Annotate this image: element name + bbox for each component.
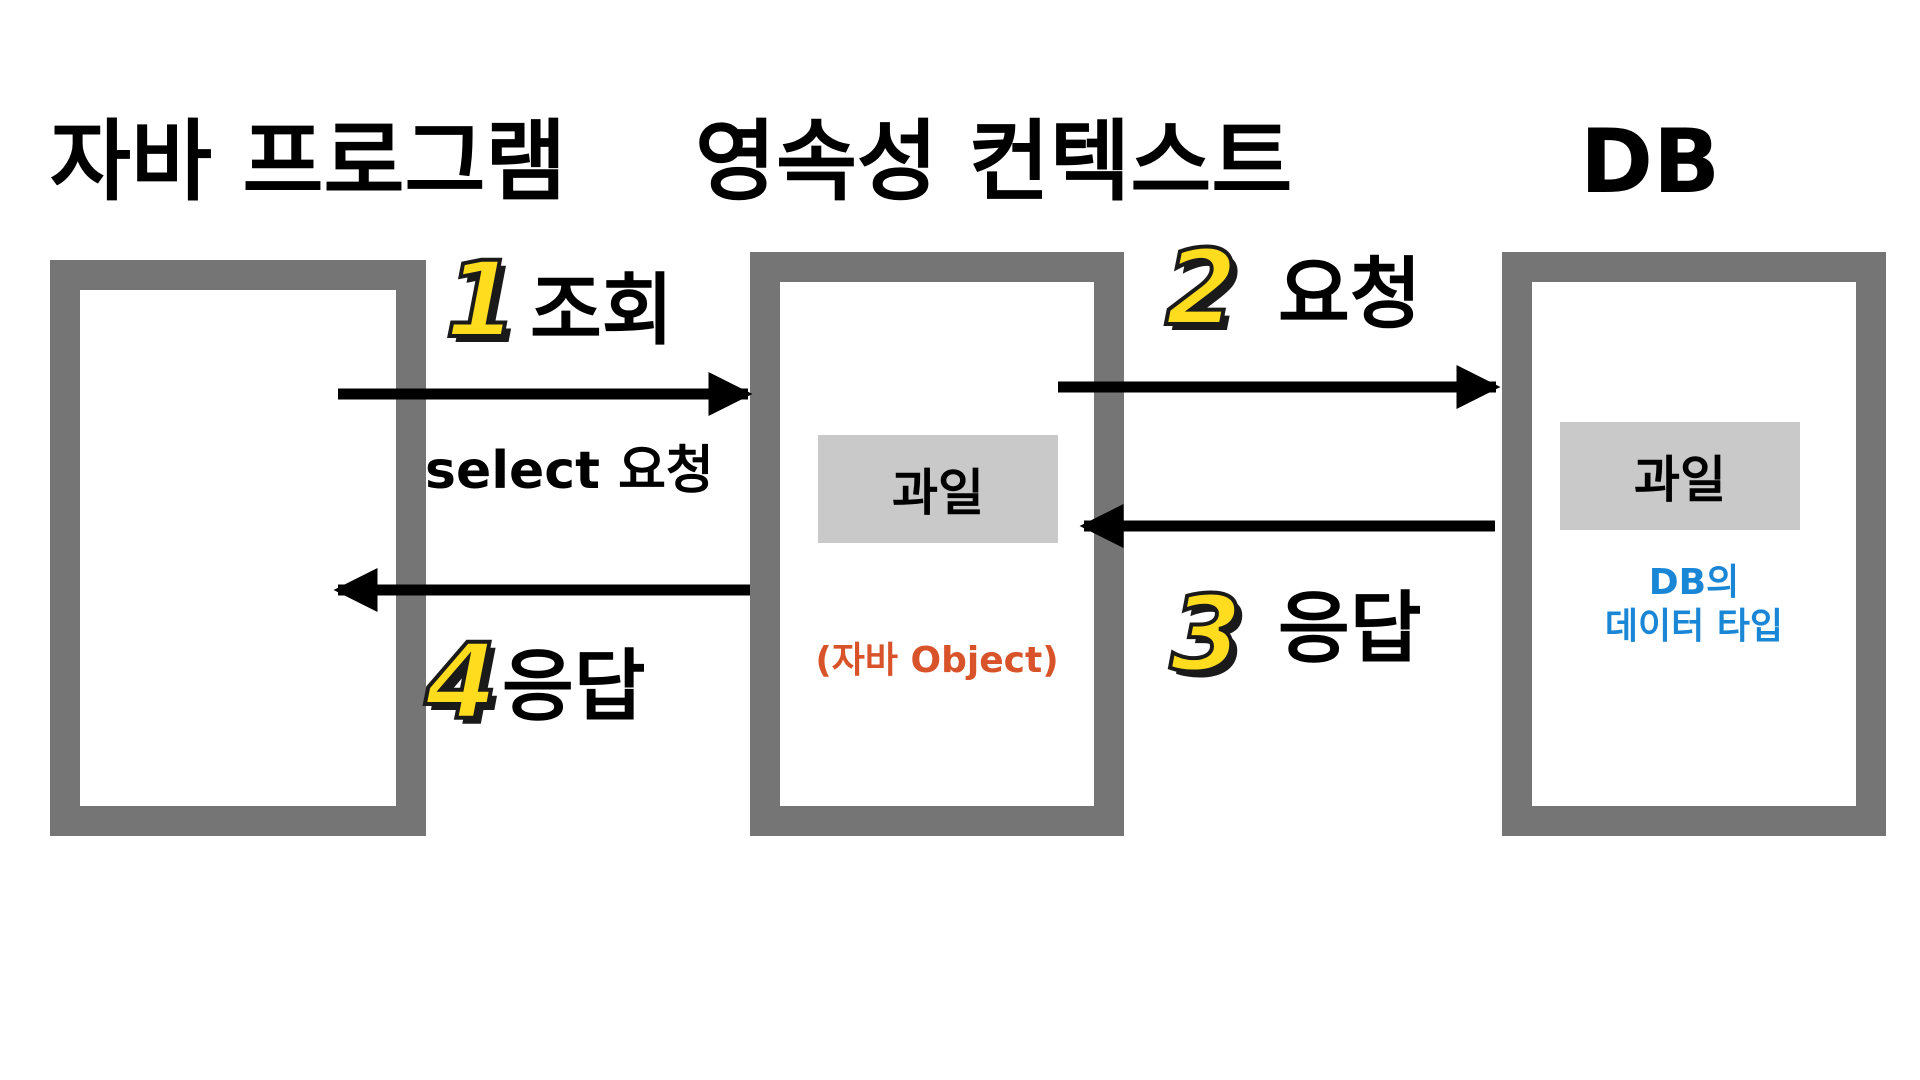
step2-number: 2	[1163, 227, 1239, 349]
persistence-context-entity: 과일	[818, 435, 1058, 543]
db-entity: 과일	[1560, 422, 1800, 530]
step1-sub-label: select 요청	[425, 441, 714, 501]
title-persistence-context: 영속성 컨텍스트	[695, 110, 1293, 213]
java-program-box	[50, 260, 426, 836]
step3-label: 응답	[1278, 584, 1422, 674]
title-db: DB	[1580, 110, 1721, 213]
db-box	[1502, 252, 1886, 836]
persistence-context-box	[750, 252, 1124, 836]
db-note-line2: 데이터 타입	[1604, 606, 1784, 647]
step4-number: 4	[423, 621, 499, 743]
step3-number: 3	[1168, 573, 1244, 695]
title-java-program: 자바 프로그램	[50, 110, 567, 213]
step1-label: 조회	[530, 266, 674, 356]
db-note-line1: DB의	[1648, 562, 1740, 603]
step1-number: 1	[443, 239, 519, 361]
step4-label: 응답	[502, 642, 646, 732]
persistence-context-note: (자바 Object)	[815, 640, 1059, 681]
step2-label: 요청	[1278, 250, 1422, 340]
